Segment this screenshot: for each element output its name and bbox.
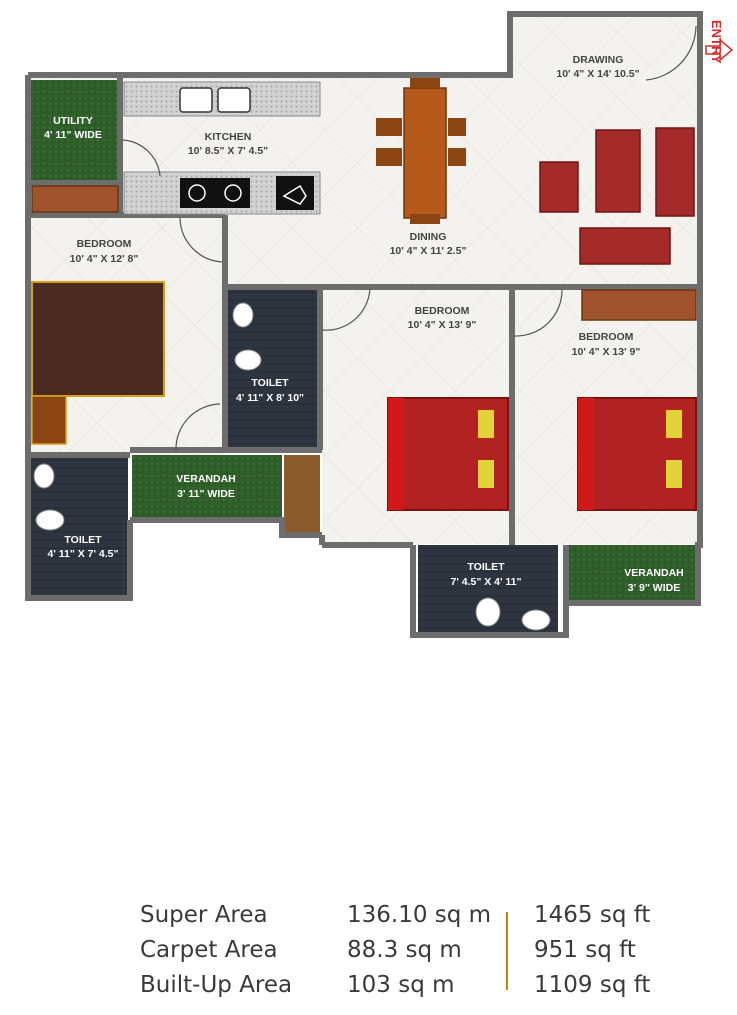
room-labels: DRAWING 10' 4" X 14' 10.5" UTILITY 4' 11…	[44, 20, 724, 594]
utility-name: UTILITY	[53, 115, 93, 127]
area-label: Built-Up Area	[140, 972, 293, 998]
bedroom-mid-size: 10' 4" X 13' 9"	[408, 319, 477, 331]
toilet-mid-name: TOILET	[251, 377, 289, 389]
bed-right	[577, 397, 697, 511]
bedroom-left-size: 10' 4" X 12' 8"	[70, 253, 139, 265]
verandah-left-size: 3' 11" WIDE	[177, 488, 235, 500]
toilet-mid-size: 4' 11" X 8' 10"	[236, 392, 304, 404]
bedroom-mid-name: BEDROOM	[415, 305, 470, 317]
area-label: Carpet Area	[140, 937, 278, 963]
entry-arrow	[705, 38, 734, 62]
area-row-carpet: Carpet Area 88.3 sq m 951 sq ft	[140, 933, 700, 968]
floor-plan: DRAWING 10' 4" X 14' 10.5" UTILITY 4' 11…	[25, 11, 734, 638]
area-imperial: 1465 sq ft	[534, 902, 651, 928]
area-separator	[506, 912, 508, 990]
kitchen-size: 10' 8.5" X 7' 4.5"	[188, 145, 268, 157]
entry-label: ENTRY	[709, 20, 724, 64]
kitchen-name: KITCHEN	[205, 131, 252, 143]
dining-table	[376, 78, 466, 224]
walls	[25, 11, 703, 638]
area-row-builtup: Built-Up Area 103 sq m 1109 sq ft	[140, 968, 700, 1003]
bedroom-left-name: BEDROOM	[77, 238, 132, 250]
dining-name: DINING	[410, 231, 447, 243]
area-metric: 103 sq m	[347, 972, 455, 998]
verandah-right-size: 3' 9" WIDE	[628, 582, 680, 594]
toilet-fixtures	[33, 302, 551, 631]
dining-size: 10' 4" X 11' 2.5"	[390, 245, 467, 257]
wardrobes	[31, 185, 697, 321]
area-imperial: 1109 sq ft	[534, 972, 651, 998]
utility-size: 4' 11" WIDE	[44, 129, 102, 141]
bed-middle	[387, 397, 509, 511]
drawing-name: DRAWING	[573, 54, 624, 66]
drawing-size: 10' 4" X 14' 10.5"	[556, 68, 639, 80]
sofa-set	[539, 127, 695, 265]
bed-left	[31, 281, 165, 445]
area-row-super: Super Area 136.10 sq m 1465 sq ft	[140, 898, 700, 933]
door-swings	[121, 25, 697, 451]
kitchen-counters	[123, 81, 321, 215]
area-metric: 136.10 sq m	[347, 902, 492, 928]
verandah-left-name: VERANDAH	[176, 473, 236, 485]
bedroom-right-name: BEDROOM	[579, 331, 634, 343]
toilet-left-name: TOILET	[64, 534, 102, 546]
area-imperial: 951 sq ft	[534, 937, 636, 963]
bedroom-right-size: 10' 4" X 13' 9"	[572, 346, 641, 358]
toilet-bottom-name: TOILET	[467, 561, 505, 573]
area-label: Super Area	[140, 902, 268, 928]
verandah-right-name: VERANDAH	[624, 567, 684, 579]
toilet-left-size: 4' 11" X 7' 4.5"	[48, 548, 119, 560]
area-summary: Super Area 136.10 sq m 1465 sq ft Carpet…	[140, 898, 700, 1003]
toilet-bottom-size: 7' 4.5" X 4' 11"	[451, 576, 522, 588]
area-metric: 88.3 sq m	[347, 937, 462, 963]
